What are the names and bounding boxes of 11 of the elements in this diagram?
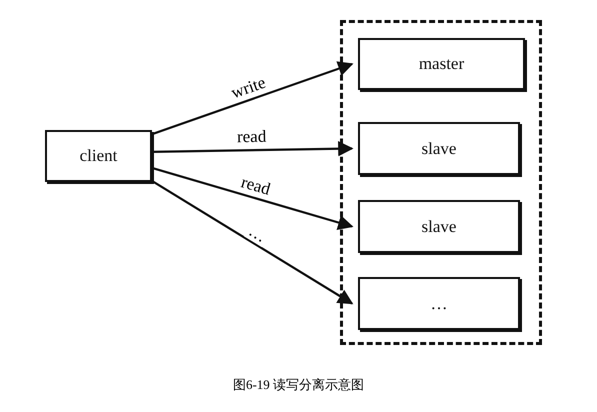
arrow	[152, 141, 354, 156]
process-box: master	[358, 38, 525, 90]
arrow	[151, 180, 354, 304]
process-box: slave	[358, 200, 520, 253]
process-box: …	[358, 277, 520, 330]
dashed-group-box	[340, 20, 542, 345]
arrow	[152, 61, 354, 136]
process-box: client	[45, 130, 152, 182]
process-box: slave	[358, 122, 520, 175]
caption: 图6-19 读写分离示意图	[232, 377, 364, 392]
arrow	[152, 166, 354, 230]
